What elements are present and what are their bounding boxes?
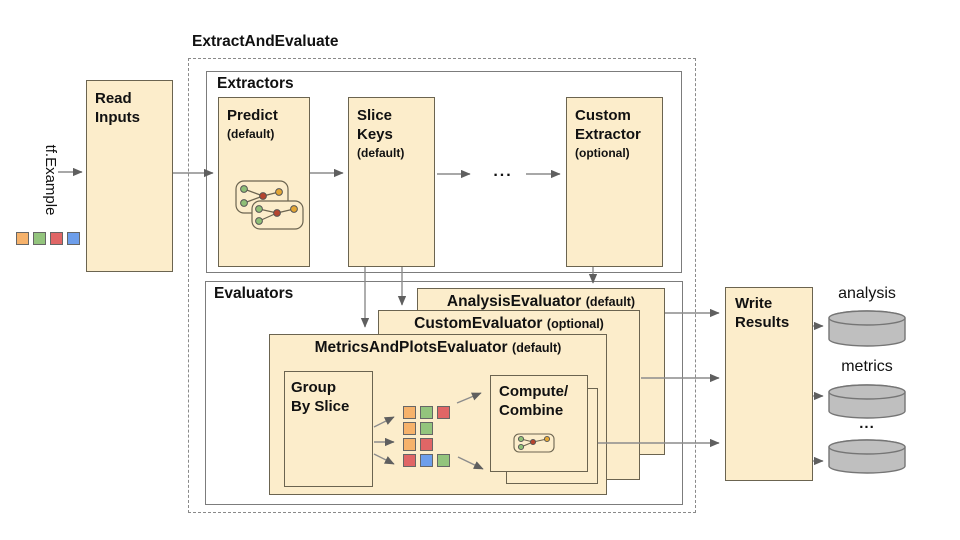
write-results-box: Write Results xyxy=(725,287,813,481)
red-square xyxy=(50,232,63,245)
slice-keys-title: Slice Keys xyxy=(357,107,393,143)
analysis-evaluator-sub: (default) xyxy=(585,295,636,309)
metrics-and-plots-evaluator-sub: (default) xyxy=(512,341,562,355)
predict-sub: (default) xyxy=(227,126,275,141)
pipeline-title: ExtractAndEvaluate xyxy=(192,33,339,50)
slice-keys-extractor-box: Slice Keys (default) xyxy=(348,97,435,267)
custom-extractor-sub: (optional) xyxy=(575,145,630,160)
custom-evaluator-title: CustomEvaluator xyxy=(414,315,543,332)
red-square xyxy=(437,406,450,419)
model-graph-icon xyxy=(235,180,304,230)
tf-example-label: tf.Example xyxy=(42,144,59,216)
green-square xyxy=(420,406,433,419)
compute-combine-title: Compute/ Combine xyxy=(499,383,569,419)
custom-extractor-title: Custom Extractor xyxy=(575,107,641,143)
write-results-title: Write Results xyxy=(735,295,790,331)
extractor-chain-ellipsis: ... xyxy=(493,163,513,180)
database-cylinder-icon xyxy=(828,310,906,347)
green-square xyxy=(420,422,433,435)
group-by-slice-title: Group By Slice xyxy=(291,379,350,415)
green-square xyxy=(33,232,46,245)
database-cylinder-icon xyxy=(828,439,906,474)
red-square xyxy=(420,438,433,451)
group-by-slice-box: Group By Slice xyxy=(284,371,373,487)
orange-square xyxy=(403,422,416,435)
sliced-examples-grid xyxy=(403,406,450,470)
read-inputs-box: Read Inputs xyxy=(86,80,173,272)
orange-square xyxy=(403,438,416,451)
extractors-label: Extractors xyxy=(217,75,294,92)
output-label-analysis: analysis xyxy=(838,285,896,302)
green-square xyxy=(437,454,450,467)
slice-grid-row xyxy=(403,422,450,435)
output-label-metrics: metrics xyxy=(841,358,893,375)
output-label-more: ... xyxy=(859,415,875,432)
orange-square xyxy=(403,406,416,419)
red-square xyxy=(403,454,416,467)
database-cylinder-icon xyxy=(828,384,906,419)
evaluators-label: Evaluators xyxy=(214,285,294,302)
metrics-and-plots-evaluator-title: MetricsAndPlotsEvaluator xyxy=(314,339,508,356)
blue-square xyxy=(420,454,433,467)
predict-title: Predict xyxy=(227,107,278,124)
compute-combine-box: Compute/ Combine xyxy=(490,375,588,472)
custom-extractor-box: Custom Extractor (optional) xyxy=(566,97,663,267)
analysis-evaluator-title: AnalysisEvaluator xyxy=(446,293,582,310)
read-inputs-title: Read Inputs xyxy=(95,90,140,126)
slice-grid-row xyxy=(403,454,450,467)
custom-evaluator-sub: (optional) xyxy=(546,317,604,331)
predict-extractor-box: Predict (default) xyxy=(218,97,310,267)
slice-grid-row xyxy=(403,406,450,419)
model-graph-icon xyxy=(513,433,555,453)
blue-square xyxy=(67,232,80,245)
input-example-squares xyxy=(16,232,80,245)
orange-square xyxy=(16,232,29,245)
slice-keys-sub: (default) xyxy=(357,145,405,160)
extract-and-evaluate-container xyxy=(188,58,696,513)
slice-grid-row xyxy=(403,438,450,451)
